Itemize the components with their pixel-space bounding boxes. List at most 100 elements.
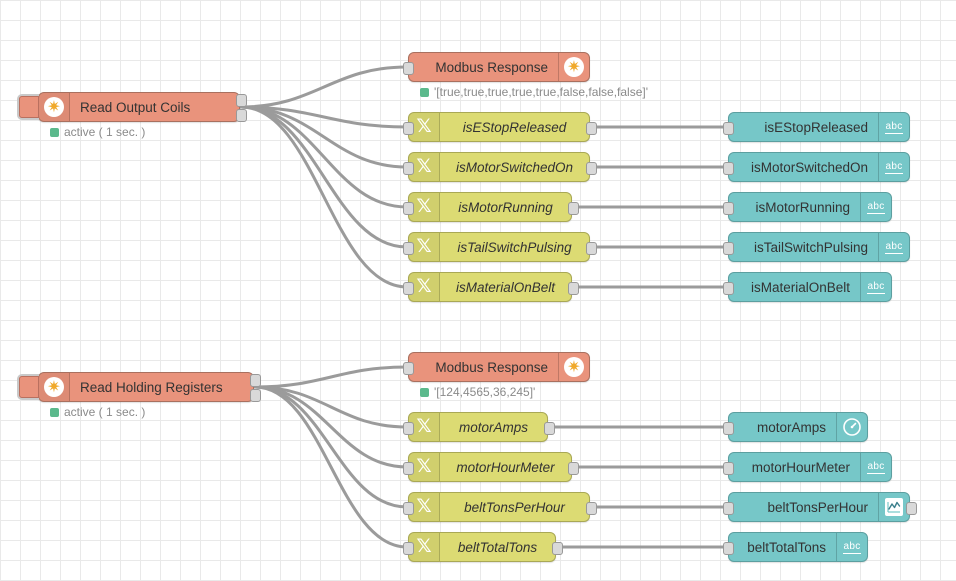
input-port[interactable]: [403, 201, 414, 215]
output-port-1[interactable]: [236, 94, 247, 107]
node-label: isMotorRunning: [458, 199, 553, 215]
node-icon-read-holding-registers: ✷: [39, 373, 70, 401]
input-port[interactable]: [403, 361, 414, 375]
modbus-asterisk-icon: ✷: [44, 377, 64, 397]
output-port[interactable]: [568, 281, 579, 295]
modbus-asterisk-icon: ✷: [564, 57, 584, 77]
input-port[interactable]: [723, 201, 734, 215]
input-port[interactable]: [723, 121, 734, 135]
abc-icon: abc: [885, 160, 903, 174]
input-port[interactable]: [723, 461, 734, 475]
wire-read-output-coils-to-fn-isEStopReleased: [239, 105, 409, 129]
wire-read-holding-registers-to-fn-motorHourMeter: [253, 385, 409, 469]
input-port[interactable]: [723, 281, 734, 295]
node-icon-fn-isMotorSwitchedOn: 𝕏: [409, 153, 440, 181]
input-port[interactable]: [403, 61, 414, 75]
node-label: isMaterialOnBelt: [455, 279, 556, 295]
status-dot: [420, 387, 429, 397]
input-port[interactable]: [403, 241, 414, 255]
inject-button-read-output-coils[interactable]: [17, 94, 39, 120]
output-port-2[interactable]: [250, 389, 261, 402]
status-text: active ( 1 sec. ): [64, 125, 146, 139]
output-port[interactable]: [586, 121, 597, 135]
output-port[interactable]: [586, 161, 597, 175]
node-status-modbus-response-coils: '[true,true,true,true,true,false,false,f…: [420, 85, 648, 99]
abc-icon: abc: [867, 460, 885, 474]
input-port[interactable]: [403, 461, 414, 475]
node-label: Modbus Response: [435, 359, 548, 375]
output-port-1[interactable]: [250, 374, 261, 387]
output-port[interactable]: [544, 421, 555, 435]
function-icon: 𝕏: [416, 114, 432, 137]
function-icon: 𝕏: [416, 154, 432, 177]
node-icon-dbg-isMotorSwitchedOn: abc: [878, 153, 909, 181]
node-label: isMotorSwitchedOn: [455, 159, 574, 175]
input-port[interactable]: [403, 161, 414, 175]
node-read-output-coils[interactable]: ✷ Read Output Coils: [17, 92, 247, 122]
input-port[interactable]: [723, 241, 734, 255]
node-icon-read-output-coils: ✷: [39, 93, 70, 121]
output-port[interactable]: [568, 201, 579, 215]
node-label: Read Output Coils: [80, 99, 191, 115]
node-modbus-response-registers[interactable]: Modbus Response ✷: [403, 352, 590, 382]
output-port[interactable]: [586, 501, 597, 515]
input-port[interactable]: [723, 541, 734, 555]
inject-button-read-holding-registers[interactable]: [17, 374, 39, 400]
abc-icon: abc: [867, 280, 885, 294]
output-port[interactable]: [906, 501, 917, 515]
node-icon-modbus-response-registers: ✷: [558, 353, 589, 381]
input-port[interactable]: [723, 161, 734, 175]
node-status-read-holding-registers: active ( 1 sec. ): [50, 405, 145, 419]
node-icon-dbg-beltTotalTons: abc: [836, 533, 867, 561]
node-label: motorHourMeter: [456, 459, 555, 475]
node-status-modbus-response-registers: '[124,4565,36,245]': [420, 385, 535, 399]
function-icon: 𝕏: [416, 234, 432, 257]
input-port[interactable]: [723, 421, 734, 435]
node-icon-fn-beltTotalTons: 𝕏: [409, 533, 440, 561]
gauge-icon: [842, 417, 862, 437]
abc-icon: abc: [885, 120, 903, 134]
output-port[interactable]: [568, 461, 579, 475]
node-dbg-isMotorRunning[interactable]: isMotorRunning abc: [723, 192, 892, 222]
node-modbus-response-coils[interactable]: Modbus Response✷: [403, 52, 590, 82]
node-icon-dbg-isMotorRunning: abc: [860, 193, 891, 221]
abc-icon: abc: [843, 540, 861, 554]
node-read-holding-registers[interactable]: ✷Read Holding Registers: [17, 372, 261, 402]
input-port[interactable]: [403, 421, 414, 435]
input-port[interactable]: [403, 541, 414, 555]
node-ui-beltTonsPerHour[interactable]: beltTonsPerHour: [723, 492, 917, 522]
output-port[interactable]: [586, 241, 597, 255]
node-ui-motorAmps[interactable]: motorAmps: [723, 412, 868, 442]
input-port[interactable]: [403, 281, 414, 295]
modbus-asterisk-icon: ✷: [564, 357, 584, 377]
output-port[interactable]: [552, 541, 563, 555]
status-text: '[true,true,true,true,true,false,false,f…: [434, 85, 649, 99]
input-port[interactable]: [403, 121, 414, 135]
node-icon-ui-beltTonsPerHour: [878, 493, 909, 521]
wire-read-holding-registers-to-fn-beltTotalTons: [253, 385, 409, 549]
node-icon-ui-motorAmps: [836, 413, 867, 441]
input-port[interactable]: [403, 501, 414, 515]
node-status-read-output-coils: active ( 1 sec. ): [50, 125, 145, 139]
node-icon-fn-beltTonsPerHour: 𝕏: [409, 493, 440, 521]
node-label: isMotorRunning: [755, 199, 850, 215]
output-port-2[interactable]: [236, 109, 247, 122]
input-port[interactable]: [723, 501, 734, 515]
status-text: '[124,4565,36,245]': [434, 385, 536, 399]
